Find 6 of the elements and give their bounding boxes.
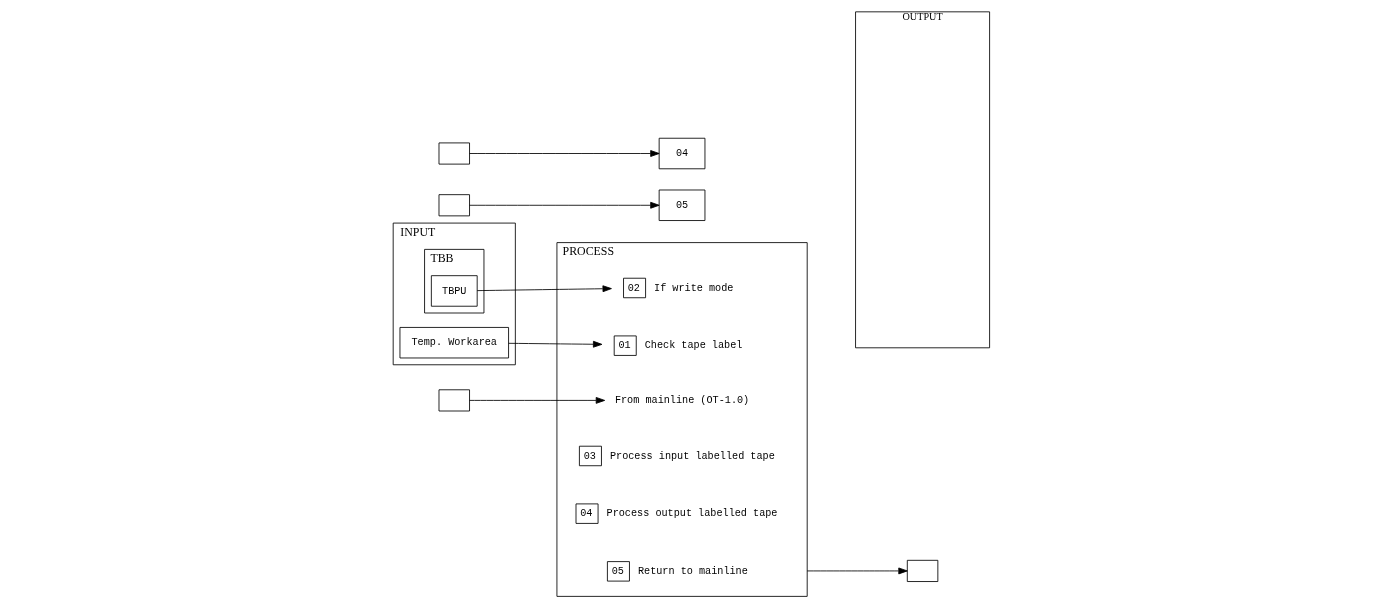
node-label: Process output labelled tape	[606, 508, 777, 520]
node-label: Process input labelled tape	[609, 450, 775, 462]
node-label: Check tape label	[644, 340, 742, 352]
node-label: If write mode	[653, 282, 733, 294]
node-text: From mainline (OT-1.0)	[614, 395, 749, 407]
node-label: Return to mainline	[637, 565, 748, 577]
